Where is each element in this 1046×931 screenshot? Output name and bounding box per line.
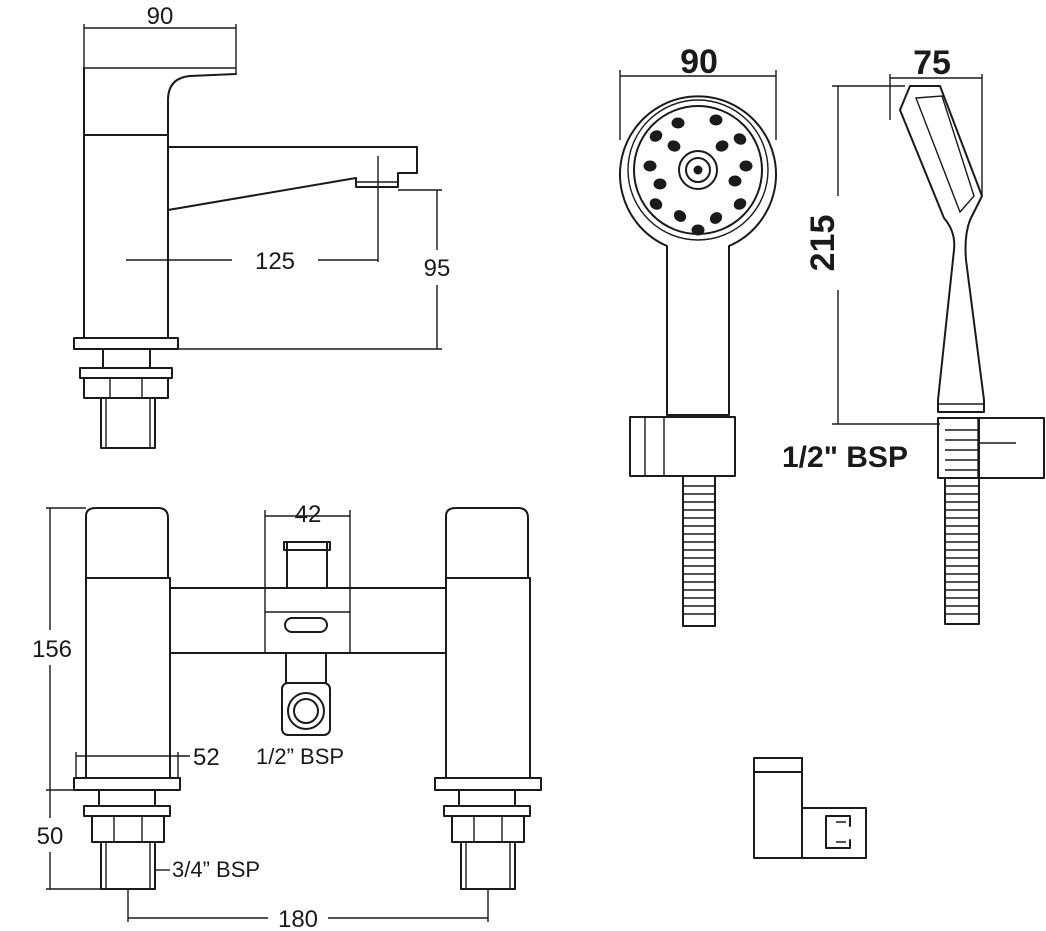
- bath-mixer-right-nut: [451, 815, 525, 843]
- bath-mixer-base-dim: 52: [193, 744, 220, 771]
- bath-mixer-right-tail: [460, 841, 516, 890]
- basin-tap-tail: [100, 397, 156, 449]
- bath-mixer-tail-dim: 50: [37, 823, 64, 850]
- hose-ribs: [683, 485, 715, 615]
- basin-tap-base: [73, 337, 179, 350]
- diverter-width-dim: 42: [295, 501, 322, 528]
- spray-nozzles: [643, 114, 753, 236]
- basin-tap-width-dim: 90: [147, 3, 174, 30]
- shower-hose: [682, 475, 716, 627]
- basin-tap-handle: [83, 67, 237, 136]
- shower-outlet-label: 1/2” BSP: [256, 744, 344, 769]
- handset-front: 90: [619, 43, 777, 627]
- bath-mixer-left-body: [85, 577, 171, 779]
- handset-connection-label: 1/2" BSP: [782, 441, 908, 474]
- diverter-knob: [286, 541, 328, 589]
- handset-side: 75 215 1/2" BSP: [782, 44, 1045, 625]
- basin-tap: 90 125 95: [73, 3, 451, 449]
- bath-mixer-right-handle: [445, 507, 529, 579]
- bath-mixer-bar: [169, 587, 447, 654]
- handset-holder: [629, 416, 736, 477]
- bath-mixer-left-tail: [100, 841, 156, 890]
- basin-tap-body: [83, 134, 169, 339]
- handset-head-diameter-dim: 90: [680, 43, 718, 81]
- inlet-connection-label: 3/4” BSP: [172, 857, 260, 882]
- handset-length-dim: 215: [804, 215, 842, 272]
- handset-depth-dim: 75: [913, 44, 951, 82]
- bath-mixer-height-dim: 156: [32, 636, 72, 663]
- basin-tap-nut: [83, 377, 169, 399]
- handset-side-holder: [937, 417, 1045, 479]
- basin-tap-spout: [167, 146, 418, 211]
- bath-mixer-centres-dim: 180: [278, 906, 318, 931]
- bath-mixer-right-body: [445, 577, 531, 779]
- handset-side-body: [899, 85, 985, 413]
- spout-outlet: [284, 617, 328, 633]
- basin-tap-reach-dim: 125: [255, 248, 295, 275]
- shower-outlet: [281, 682, 331, 736]
- wall-bracket: [753, 757, 867, 859]
- bath-mixer: 42 156 52 1/2” BSP 50 3/4” BSP 180: [32, 501, 542, 931]
- handset-head: [619, 95, 777, 416]
- bath-mixer-left-handle: [85, 507, 169, 579]
- basin-tap-height-dim: 95: [424, 255, 451, 282]
- bath-mixer-left-nut: [91, 815, 165, 843]
